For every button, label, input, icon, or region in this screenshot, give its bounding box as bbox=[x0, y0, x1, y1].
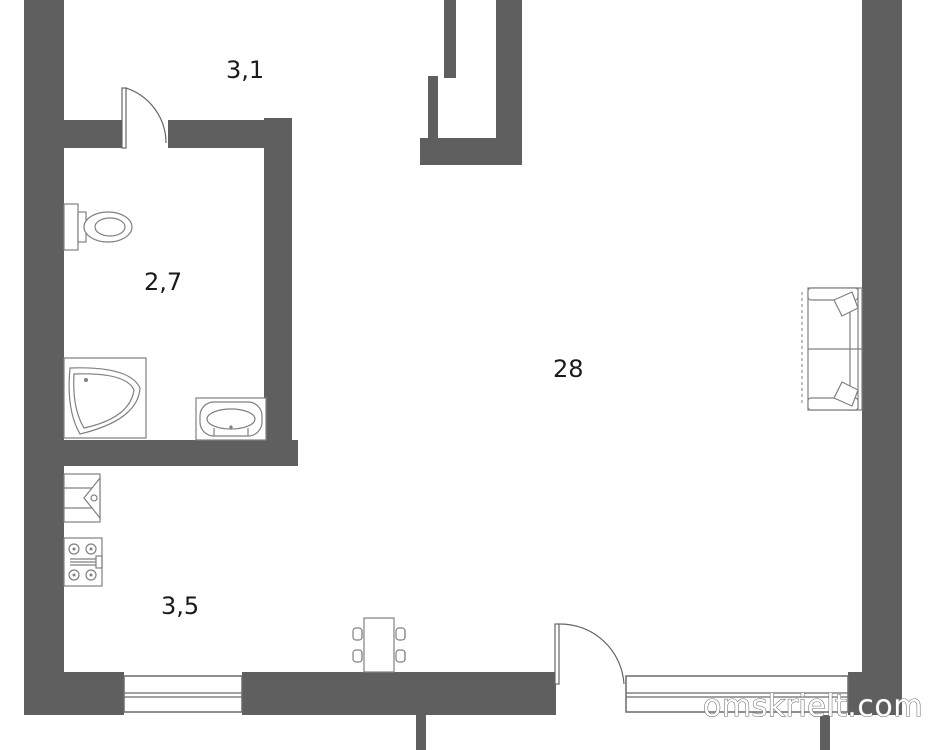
sofa-icon bbox=[801, 287, 863, 411]
wall-bottom-stub-b bbox=[820, 715, 830, 750]
shaft-right bbox=[496, 0, 522, 165]
walls bbox=[24, 0, 902, 750]
room-area-hallway: 3,1 bbox=[226, 56, 264, 84]
wall-bottom-left bbox=[24, 672, 124, 715]
room-area-bathroom: 2,7 bbox=[144, 268, 182, 296]
toilet-icon bbox=[63, 203, 133, 251]
room-area-living: 28 bbox=[553, 355, 584, 383]
wall-bottom-mid bbox=[242, 672, 556, 715]
wall-right bbox=[862, 0, 902, 715]
door-bathroom bbox=[121, 87, 167, 149]
window-right bbox=[625, 675, 849, 713]
corner-bathtub-icon bbox=[63, 357, 147, 439]
shaft-bottom bbox=[420, 138, 522, 165]
wall-bath-right bbox=[264, 118, 292, 448]
wall-bath-top-left bbox=[64, 120, 122, 148]
wall-bottom-stub-a bbox=[416, 715, 426, 750]
stove-icon bbox=[63, 537, 103, 587]
shaft-inner-left bbox=[428, 76, 438, 165]
kitchen-sink-icon bbox=[63, 473, 101, 523]
door-entrance bbox=[554, 623, 625, 685]
dining-table-icon bbox=[352, 617, 406, 673]
sink-icon bbox=[195, 397, 267, 441]
room-area-kitchen: 3,5 bbox=[161, 592, 199, 620]
windows bbox=[123, 675, 849, 713]
wall-bottom-right bbox=[848, 672, 902, 715]
wall-left bbox=[24, 0, 64, 715]
wall-bath-top-right bbox=[168, 120, 264, 148]
wall-bath-bottom bbox=[64, 440, 298, 466]
watermark: omskrielt.com bbox=[703, 689, 923, 724]
window-left bbox=[123, 675, 243, 713]
shaft-left bbox=[444, 0, 456, 78]
